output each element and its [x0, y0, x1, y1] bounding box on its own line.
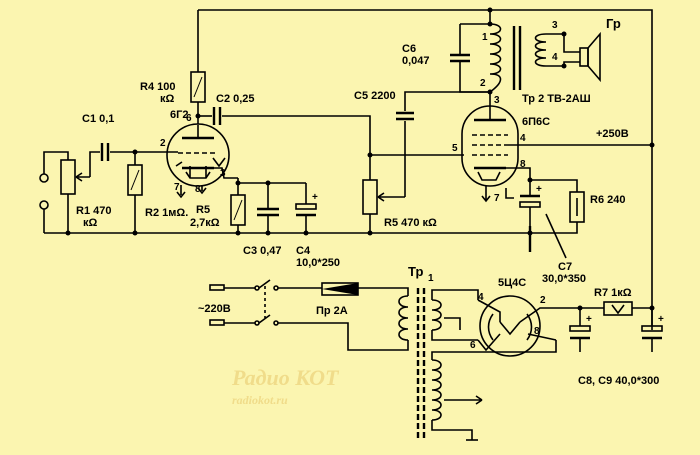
tr1-label: Тр: [408, 264, 423, 279]
r5-value: 2,7кΩ: [190, 217, 220, 229]
mains-label: ~220В: [198, 303, 231, 315]
volume-control: C5 2200 R5 470 кΩ: [354, 90, 490, 233]
r1-unit: кΩ: [83, 217, 98, 229]
svg-text:8: 8: [195, 184, 201, 195]
r7-label: R7 1кΩ: [594, 287, 632, 299]
svg-text:4: 4: [478, 292, 484, 303]
c3-label: C3 0,47: [243, 245, 282, 257]
r1-label: R1 470: [76, 205, 111, 217]
fuse-label: Пр 2А: [316, 305, 348, 317]
tr1-primary: [398, 295, 409, 341]
svg-text:7: 7: [174, 182, 180, 193]
svg-text:3: 3: [494, 95, 500, 106]
c4-capacitor: [295, 203, 317, 210]
c5-label: C5 2200: [354, 90, 396, 102]
tr2-label: Тр 2 ТВ-2АШ: [522, 93, 591, 105]
tr1-filament-winding: [431, 299, 442, 331]
speaker-icon: Гр: [579, 16, 621, 83]
svg-text:2: 2: [540, 295, 546, 306]
c6-label: C6: [402, 43, 416, 55]
watermark-url: radiokot.ru: [232, 393, 288, 407]
mains-plug-pin-top: [209, 284, 225, 291]
tube-v2-6p6s: 6П6С 3 4 5 8 7: [452, 95, 652, 204]
r4-label: R4 100: [140, 81, 175, 93]
svg-text:8: 8: [534, 326, 540, 337]
tr1-hv-winding: [431, 359, 442, 421]
svg-text:7: 7: [494, 193, 500, 204]
c7-label: C7: [558, 261, 572, 273]
c4-label: C4: [296, 245, 311, 257]
svg-text:5: 5: [452, 143, 458, 154]
tube-v1-6g2: 6Г2 6 2 3 7 8: [160, 109, 238, 199]
watermark-logo: Радио КОТ: [231, 365, 340, 390]
svg-text:2: 2: [160, 138, 166, 149]
tube-v3-5c4s: [479, 295, 541, 357]
r4-branch: R4 100 кΩ C2 0,25: [140, 10, 371, 155]
svg-text:1: 1: [482, 32, 488, 43]
v1-cathode-network: + R5 2,7кΩ C3 0,47 C4 10,0*250: [190, 178, 340, 269]
speaker-label: Гр: [606, 16, 621, 31]
svg-text:2: 2: [480, 78, 486, 89]
output-transformer-tr2: 1 2 3 4 C6 0,047 Тр 2 ТВ-2АШ: [402, 10, 591, 106]
input-terminal-bottom: [39, 200, 49, 210]
c8-capacitor: [569, 325, 591, 332]
v3-label: 5Ц4С: [498, 277, 526, 289]
c89-label: C8, C9 40,0*300: [578, 375, 659, 387]
r5-volume-pot: [362, 179, 378, 215]
r1-potentiometer: [60, 159, 76, 195]
v1-label: 6Г2: [170, 109, 188, 121]
c4-value: 10,0*250: [296, 257, 340, 269]
svg-text:8: 8: [520, 159, 526, 170]
r2-label: R2 1мΩ.: [145, 207, 188, 219]
r4-unit: кΩ: [160, 93, 175, 105]
svg-text:6: 6: [470, 340, 476, 351]
input-section: C1 0,1 R1 470 кΩ R2 1мΩ.: [39, 113, 188, 233]
watermark: Радио КОТ radiokot.ru: [231, 365, 340, 407]
c2-label: C2 0,25: [216, 93, 255, 105]
svg-text:6: 6: [186, 113, 192, 124]
svg-text:+: +: [312, 192, 318, 203]
r6-label: R6 240: [590, 194, 625, 206]
svg-text:+: +: [536, 184, 542, 195]
r5-label: R5: [196, 204, 210, 216]
svg-text:3: 3: [552, 20, 558, 31]
c1-label: C1 0,1: [82, 113, 114, 125]
v2-cathode-network: + R6 240 C7 30,0*350: [519, 177, 625, 285]
svg-text:4: 4: [552, 52, 558, 63]
bplus-rail: [198, 9, 653, 330]
c6-value: 0,047: [402, 55, 430, 67]
power-supply: ~220В Пр 2А Тр 1: [198, 264, 664, 441]
mains-plug-pin-bottom: [209, 319, 225, 326]
c7-value: 30,0*350: [542, 273, 586, 285]
svg-text:+: +: [586, 314, 592, 325]
svg-text:+: +: [658, 314, 664, 325]
tr1-subscript: 1: [428, 273, 434, 284]
svg-text:4: 4: [520, 133, 526, 144]
svg-text:3: 3: [220, 168, 226, 179]
v2-label: 6П6С: [522, 116, 550, 128]
r5-volume-label: R5 470 кΩ: [384, 217, 437, 229]
input-terminal-top: [39, 173, 49, 183]
c9-capacitor: [641, 325, 663, 332]
hv-label: +250В: [596, 128, 629, 140]
